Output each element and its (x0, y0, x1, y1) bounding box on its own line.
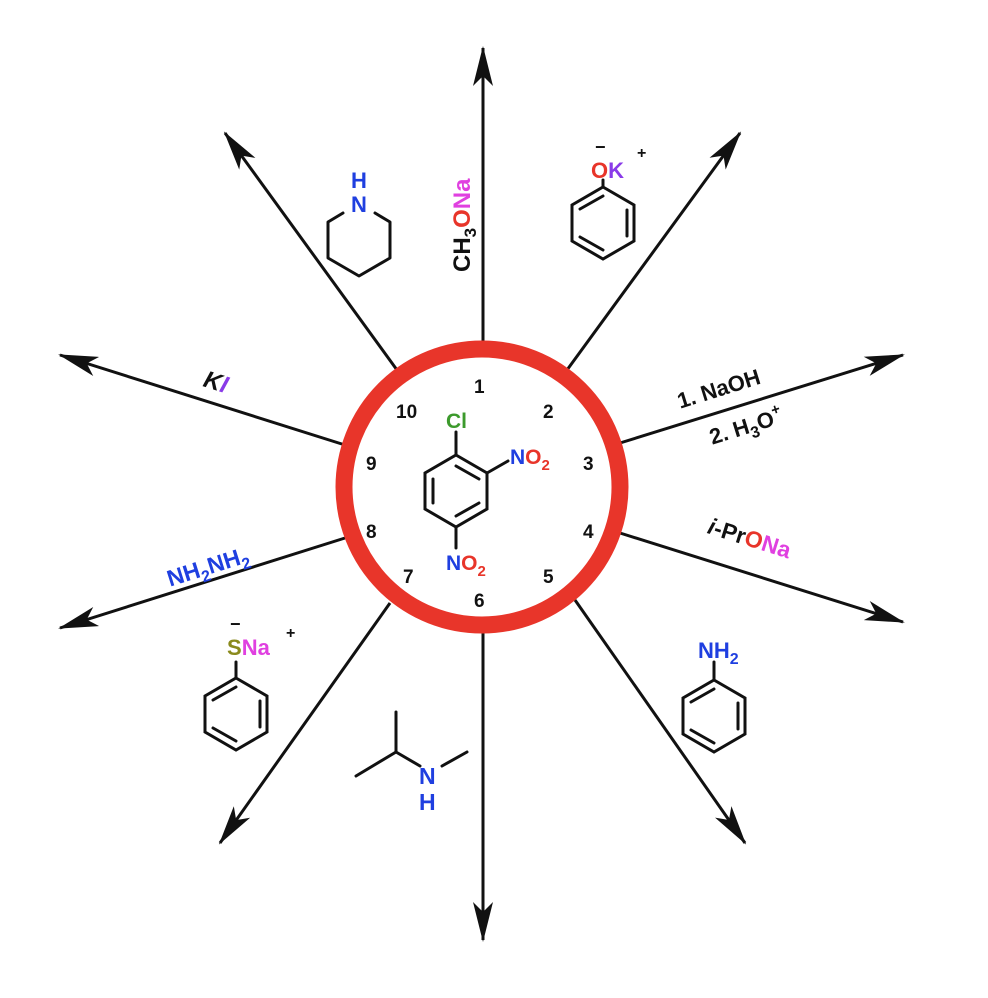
nitro-group-bottom: NO2 (446, 552, 486, 580)
svg-text:KI: KI (200, 366, 232, 399)
position-9: 9 (366, 454, 377, 475)
arrow-2 (565, 131, 742, 371)
svg-text:OK: OK (591, 158, 624, 183)
position-numbers: 1 2 3 4 5 6 7 8 9 10 (366, 377, 594, 612)
center-molecule (423, 430, 510, 550)
reagent-naoh-h3o: 1. NaOH 2. H3O+ (674, 364, 787, 454)
svg-text:N: N (419, 763, 436, 789)
position-5: 5 (543, 567, 554, 588)
red-ring (335, 340, 629, 634)
reagent-sodium-methoxide: CH3ONa (449, 178, 480, 272)
negative-charge-icon: − (230, 614, 241, 634)
position-2: 2 (543, 402, 554, 423)
svg-text:H: H (351, 168, 367, 193)
position-8: 8 (366, 522, 377, 543)
arrow-9 (58, 353, 346, 447)
svg-text:i-PrONa: i-PrONa (705, 513, 795, 563)
reagent-aniline: NH2 (681, 638, 747, 754)
arrow-5 (573, 599, 747, 845)
svg-text:1. NaOH: 1. NaOH (674, 364, 763, 413)
position-7: 7 (403, 567, 414, 588)
svg-text:N: N (351, 192, 367, 217)
position-3: 3 (583, 454, 594, 475)
arrow-10 (223, 131, 399, 371)
reaction-arrows (58, 46, 905, 942)
reagent-piperidine: H N (326, 168, 392, 278)
reagent-potassium-phenoxide: OK − + (570, 137, 646, 261)
svg-text:SNa: SNa (227, 635, 271, 660)
reagent-sodium-isopropoxide: i-PrONa (705, 513, 795, 563)
position-10: 10 (396, 402, 417, 423)
svg-text:NH2: NH2 (698, 638, 739, 668)
nitro-group-top: NO2 (510, 446, 550, 474)
negative-charge-icon: − (595, 137, 606, 157)
position-4: 4 (583, 522, 594, 543)
positive-charge-icon: + (637, 145, 646, 162)
svg-text:H: H (419, 789, 436, 815)
chlorine-label: Cl (446, 410, 467, 433)
bond-no2-top (485, 459, 510, 475)
reagent-sodium-thiophenoxide: SNa − + (203, 614, 295, 752)
reagent-hydrazine: NH2NH2 (164, 541, 254, 596)
reagent-n-methylisopropylamine: N H (354, 710, 469, 815)
position-6: 6 (474, 591, 485, 612)
arrow-7 (218, 602, 392, 845)
arrow-8 (58, 536, 346, 630)
arrow-4 (619, 531, 905, 624)
position-1: 1 (474, 377, 485, 398)
reagent-potassium-iodide: KI (200, 366, 232, 399)
arrow-3 (619, 353, 905, 445)
positive-charge-icon: + (286, 625, 295, 642)
svg-text:NH2NH2: NH2NH2 (164, 541, 254, 596)
svg-text:2. H3O+: 2. H3O+ (705, 400, 787, 454)
